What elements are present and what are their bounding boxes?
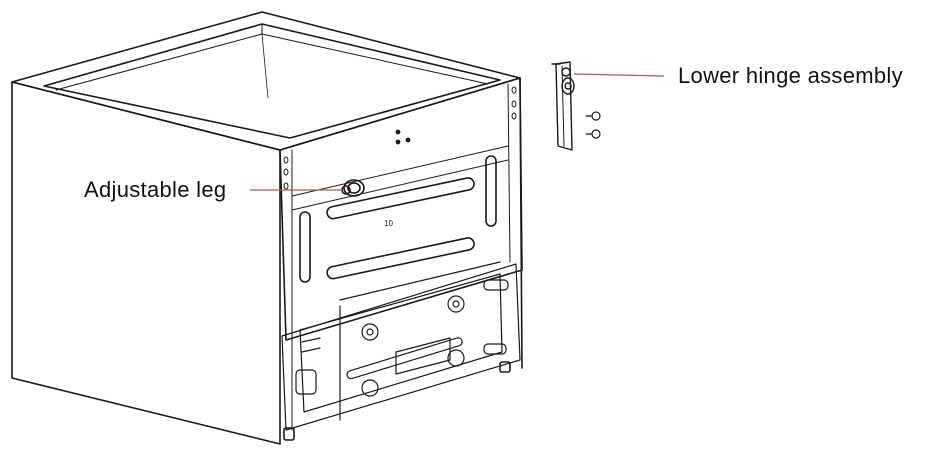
lower-mechanism (281, 261, 521, 431)
hinge-part (551, 61, 575, 151)
hinge-screws (585, 111, 601, 139)
panel-slots (299, 155, 497, 283)
left-side-panel (11, 81, 281, 445)
lower-hinge-label: Lower hinge assembly (678, 63, 903, 88)
hinge-leader-line (573, 73, 665, 77)
adjustable-leg-label: Adjustable leg (84, 177, 227, 202)
top-opening (43, 23, 501, 139)
part-marking: 10 (384, 219, 393, 228)
adjustable-leg-part (341, 179, 365, 197)
